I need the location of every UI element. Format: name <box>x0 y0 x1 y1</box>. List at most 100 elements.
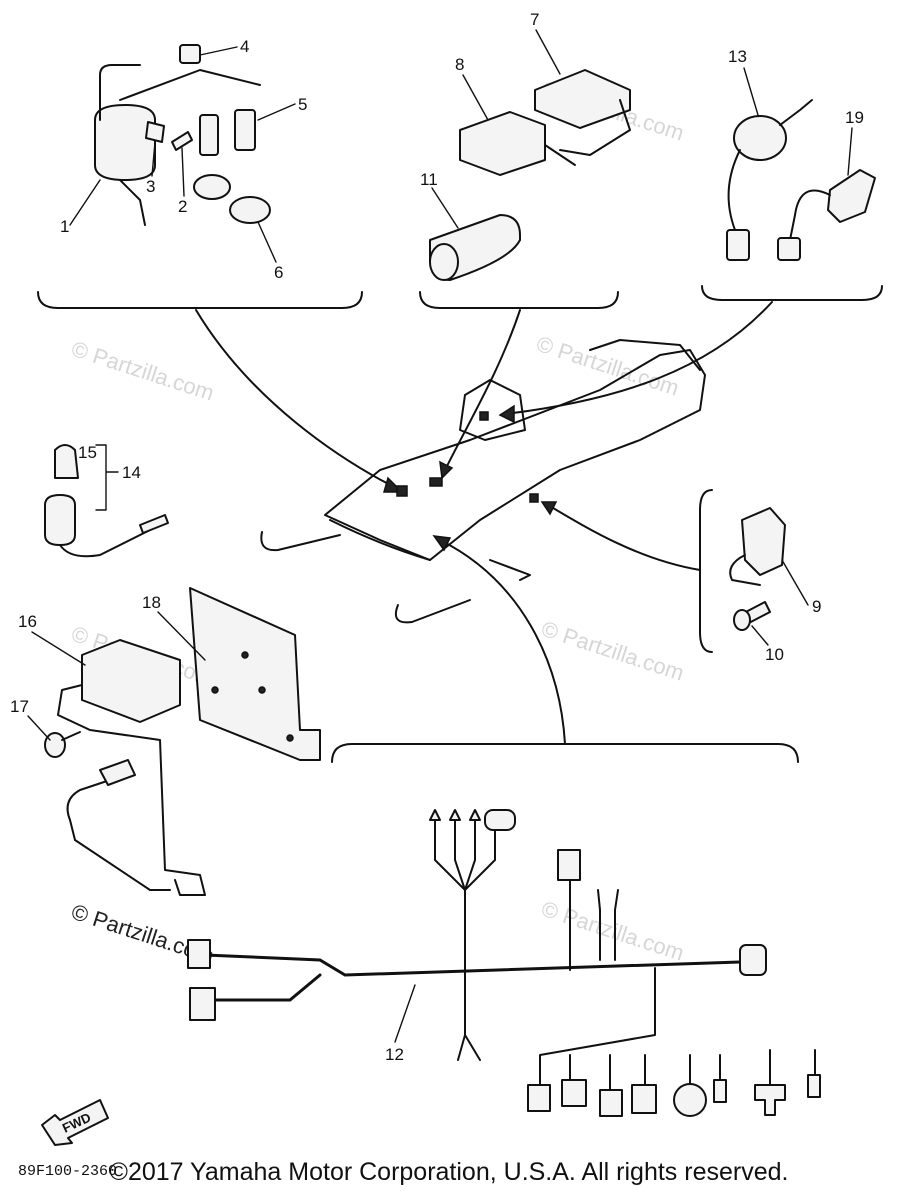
terminal-7 <box>754 1084 786 1116</box>
coil-ground-wire <box>119 179 146 226</box>
plate-18 <box>189 587 321 761</box>
leader-switch <box>504 301 773 415</box>
leader-switch-arrow <box>498 404 515 424</box>
plate-hole-4 <box>286 734 294 742</box>
callout-2: 2 <box>178 197 187 216</box>
callout-14: 14 <box>122 463 141 482</box>
mount-point-2 <box>429 477 443 487</box>
callout-8: 8 <box>455 55 464 74</box>
leader-sensor <box>547 504 701 571</box>
callout-8-leader <box>462 74 489 121</box>
plug-cap-b <box>234 109 256 151</box>
leader-ignition <box>195 309 401 491</box>
hv-lead <box>119 69 261 101</box>
harness-connector-b <box>189 987 216 1021</box>
terminal-5 <box>673 1083 707 1117</box>
harness-trunk-upper <box>203 953 742 977</box>
callout-bracket-14 <box>95 444 119 511</box>
leader-cdi <box>444 309 521 471</box>
bracket-harness-group <box>331 743 799 763</box>
terminal-3 <box>599 1089 623 1117</box>
switch-13-wire <box>727 149 741 231</box>
snowmobile <box>260 339 706 624</box>
harness-upper-branch <box>434 819 496 971</box>
harness-terminal-branch <box>539 967 816 1091</box>
harness-connector-top <box>484 809 516 831</box>
socket-14 <box>44 494 76 546</box>
plug-cap-a <box>199 114 219 156</box>
screw-17 <box>44 732 66 758</box>
watermark-5: © Partzilla.com <box>538 896 687 966</box>
bulb-15 <box>54 444 79 479</box>
fwd-indicator: FWD <box>41 1099 109 1146</box>
fwd-arrow <box>41 1099 109 1146</box>
bracket-ignition-group <box>37 291 363 309</box>
callout-16: 16 <box>18 612 37 631</box>
bolt-2 <box>171 131 193 151</box>
callout-7-leader <box>535 29 561 75</box>
switch-19-connector <box>777 237 801 261</box>
left-ski <box>260 531 341 552</box>
terminal-1 <box>527 1084 551 1112</box>
callout-19: 19 <box>845 108 864 127</box>
callout-16-leader <box>31 631 86 666</box>
callout-13-leader <box>743 67 759 116</box>
plate-hole-1 <box>241 651 249 659</box>
callout-4-leader <box>199 46 238 56</box>
switch-group <box>726 99 876 261</box>
relay-lower-lead <box>69 819 171 891</box>
harness-trunk-lower <box>203 973 322 1002</box>
callout-10-leader <box>751 625 769 646</box>
relay-connector <box>99 759 136 786</box>
sensor-9-wire <box>729 554 761 586</box>
harness-mid-branch <box>569 879 619 971</box>
leader-harness <box>439 539 566 745</box>
right-ski <box>394 599 471 624</box>
switch-19-wire <box>789 189 831 241</box>
cdi-wires <box>559 99 631 156</box>
ignition-coil-group <box>94 44 271 226</box>
sensor-group <box>729 507 786 631</box>
callout-11: 11 <box>420 170 438 189</box>
cdi-group <box>429 69 631 281</box>
callout-12: 12 <box>385 1045 404 1064</box>
callout-3-leader <box>151 141 156 177</box>
callout-5: 5 <box>298 95 307 114</box>
bolt-10-head <box>733 609 751 631</box>
callout-1-leader <box>69 179 101 226</box>
callout-10: 10 <box>765 645 784 664</box>
arrow-terminal-1 <box>429 809 441 821</box>
callout-12-leader <box>394 984 416 1043</box>
bulb-socket-group <box>44 444 169 558</box>
plate-hole-2 <box>258 686 266 694</box>
leader-cdi-arrow <box>439 460 454 480</box>
leader-harness-arrow <box>432 535 452 552</box>
callout-7: 7 <box>530 10 539 29</box>
watermark-4: © Partzilla.com <box>538 616 687 686</box>
screw-17-shank <box>61 731 81 741</box>
track-outline <box>489 559 531 581</box>
callout-15: 15 <box>78 443 97 462</box>
relay-16 <box>81 639 181 723</box>
socket-wire <box>59 529 151 558</box>
relay-branch <box>66 779 111 821</box>
leader-sensor-arrow <box>540 501 558 516</box>
callout-17: 17 <box>10 697 29 716</box>
callout-13: 13 <box>728 47 747 66</box>
bracket-cdi-group <box>419 291 619 309</box>
callout-9-leader <box>781 559 809 606</box>
harness-lower-branch <box>457 969 481 1061</box>
terminal-4 <box>631 1084 657 1114</box>
callout-3: 3 <box>146 177 155 196</box>
snowmobile-seat <box>589 339 701 371</box>
snowmobile-hood-line <box>329 519 431 561</box>
sensor-9 <box>741 507 786 576</box>
callout-9: 9 <box>812 597 821 616</box>
callout-5-leader <box>257 103 296 121</box>
bracket-switch-group <box>701 285 883 301</box>
mount-point-4 <box>529 493 539 503</box>
mount-point-1 <box>396 485 408 497</box>
coil-wire <box>99 64 141 121</box>
terminal-6 <box>713 1079 727 1103</box>
